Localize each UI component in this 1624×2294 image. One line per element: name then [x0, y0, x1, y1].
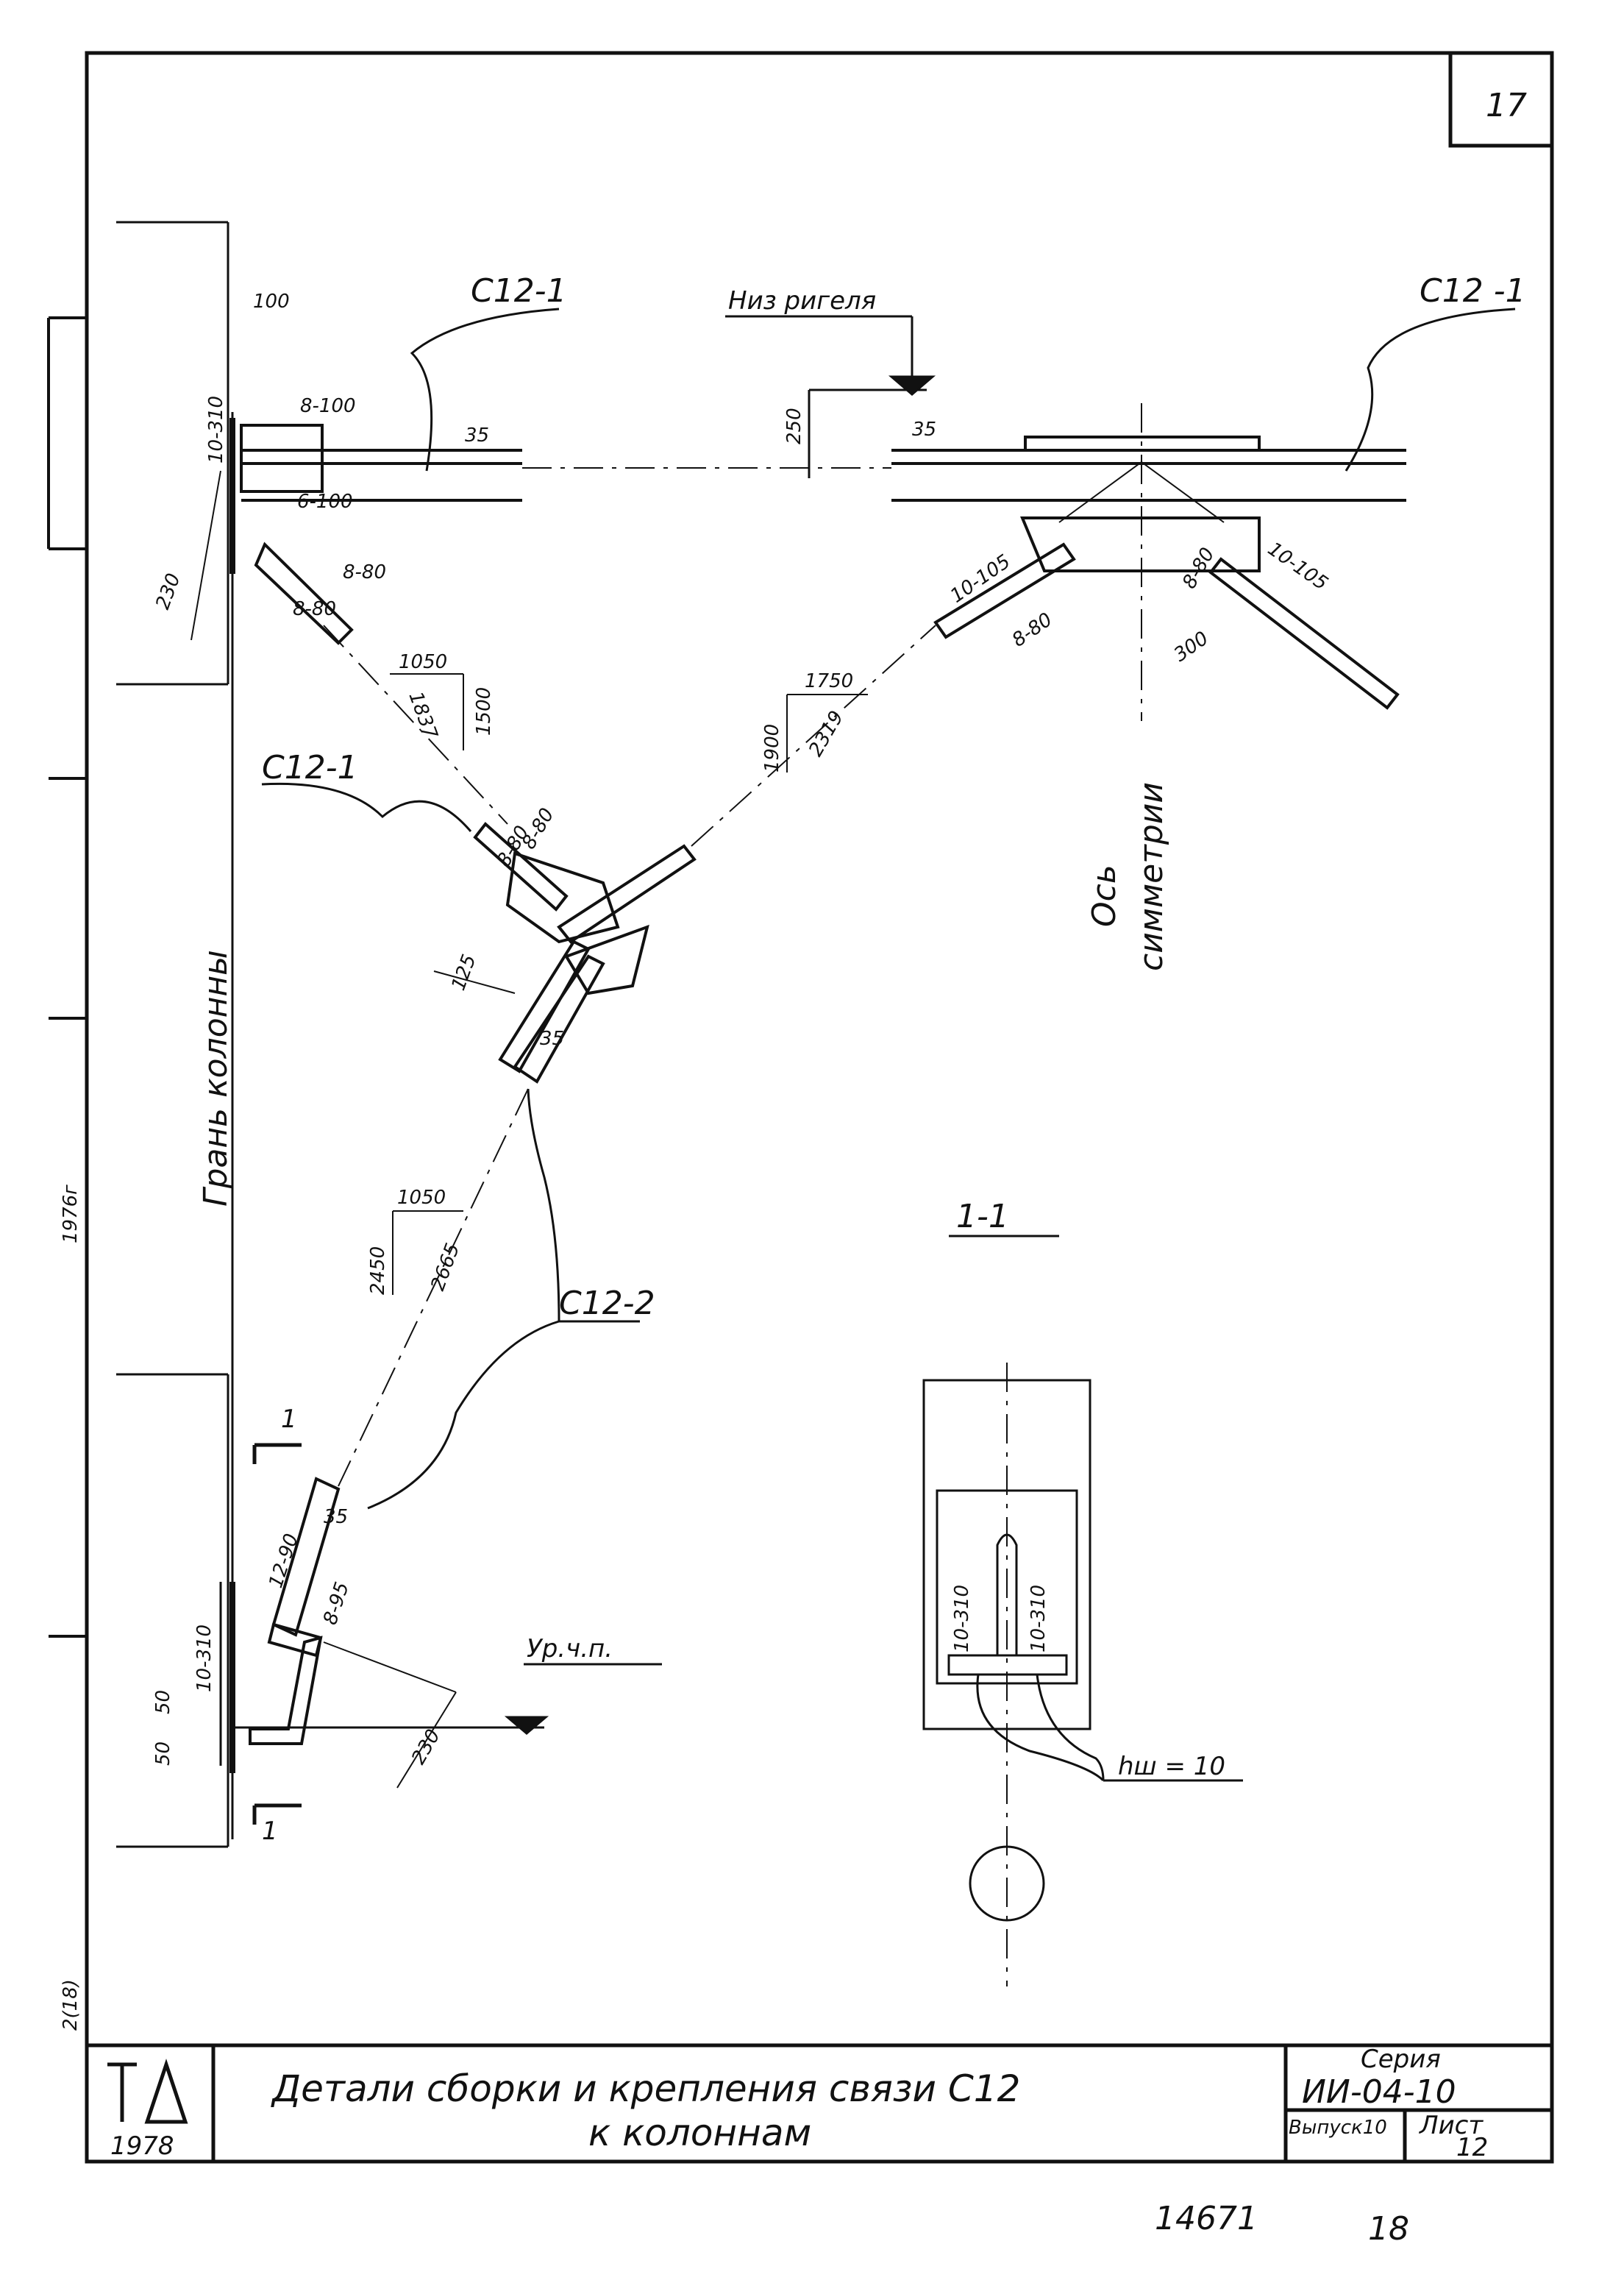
leader-c12-1-top: [410, 308, 560, 472]
floor-level-marker: [232, 1663, 662, 1735]
beam-bottom-marker: [725, 315, 936, 478]
corner-number-box: [1448, 51, 1554, 148]
beam-bottom-label: Низ ригеля: [728, 286, 876, 316]
section-mark: 1-1: [956, 1198, 1009, 1235]
logo-mark: [107, 2059, 188, 2124]
margin-mark: 2(18): [60, 1979, 82, 2031]
top-left-node: [190, 418, 522, 645]
dim-35-d: 35: [324, 1506, 348, 1528]
dim-230b-line: [323, 1641, 457, 1693]
sheet-value: 12: [1456, 2133, 1488, 2162]
series-value: ИИ-04-10: [1302, 2073, 1456, 2111]
column-face-label: Грань колонны: [197, 950, 235, 1207]
section-cut-marks: [252, 1443, 302, 1825]
leader-c12-1-right: [1345, 308, 1516, 472]
dim-50-a: 50: [152, 1690, 174, 1714]
brace-label-lower: С12-2: [559, 1285, 655, 1322]
title-line-1: Детали сборки и крепления связи С12: [271, 2067, 1020, 2110]
dim-6-100: 6-100: [297, 491, 353, 513]
series-label: Серия: [1361, 2045, 1441, 2074]
dim-35-a: 35: [465, 425, 489, 447]
dim-125-line: [433, 970, 516, 994]
dim-8-100: 8-100: [300, 395, 356, 417]
page-number: 18: [1368, 2210, 1409, 2248]
archive-number: 14671: [1155, 2200, 1258, 2237]
brace-label-top-left: С12-1: [471, 272, 567, 310]
dim-10-310-sec-b: 10-310: [1028, 1585, 1050, 1652]
symmetry-axis-label-1: Ось: [1086, 864, 1123, 927]
dim-10-310: 10-310: [205, 396, 227, 464]
section-cut-top: 1: [281, 1405, 297, 1434]
dim-10-310-sec-a: 10-310: [951, 1585, 973, 1652]
title-block-year: 1978: [110, 2131, 174, 2161]
issue-label: Выпуск10: [1289, 2117, 1387, 2139]
brace-upper-axis: [323, 625, 508, 825]
corner-number: 17: [1486, 87, 1527, 124]
dim-block-1750-1900: [786, 694, 868, 773]
dim-10-310-b: 10-310: [193, 1624, 216, 1692]
dim-1050-b: 1050: [397, 1187, 446, 1209]
dim-125: 125: [447, 951, 480, 993]
dim-35-b: 35: [912, 419, 936, 441]
sheet-label: Лист: [1418, 2111, 1484, 2140]
dim-1900: 1900: [761, 724, 783, 773]
dim-2665: 2665: [427, 1240, 464, 1293]
brace-label-top-right: С12 -1: [1420, 272, 1526, 310]
symmetry-axis-label-2: симметрии: [1133, 782, 1170, 971]
brace-upper-right-axis: [691, 625, 936, 847]
title-line-2: к колоннам: [588, 2112, 811, 2154]
dim-230: 230: [152, 570, 185, 612]
margin-year-mark: 1976г: [60, 1185, 82, 1243]
dim-1500: 1500: [473, 687, 495, 736]
dim-1750: 1750: [805, 670, 853, 692]
dim-8-95: 8-95: [319, 1580, 354, 1627]
dim-100: 100: [253, 291, 290, 313]
dim-1837: 1837: [404, 689, 441, 742]
dim-250: 250: [783, 408, 805, 444]
brace-lower-axis: [338, 1088, 529, 1487]
margin-ticks: [47, 316, 87, 1638]
dim-8-80-c: 8-80: [1008, 608, 1057, 651]
dim-1050-a: 1050: [399, 651, 447, 673]
title-block-frame: [87, 2043, 1552, 2162]
dim-2319: 2319: [805, 707, 848, 760]
dim-230b-line2: [396, 1691, 457, 1789]
leader-c12-2: [367, 1088, 560, 1510]
lower-node: [219, 1477, 341, 1773]
dim-2450: 2450: [367, 1246, 389, 1295]
column-lower: [116, 1373, 229, 1848]
floor-level-label: Ур.ч.п.: [527, 1634, 613, 1663]
dim-50-b: 50: [152, 1741, 174, 1766]
dim-35-c: 35: [540, 1028, 564, 1050]
dim-block-1050-1500: [390, 673, 464, 750]
column-upper: [116, 221, 229, 686]
right-beam: [891, 436, 1406, 710]
dim-12-90: 12-90: [265, 1531, 303, 1591]
weld-leg-label: hш = 10: [1118, 1752, 1225, 1781]
section-cut-bottom: 1: [262, 1817, 278, 1846]
symmetry-vee: [1058, 461, 1225, 523]
middle-node: [473, 822, 697, 1084]
dim-8-80-a: 8-80: [343, 561, 386, 583]
leader-c12-1-mid: [261, 782, 472, 832]
sheet-frame: [85, 51, 1554, 2164]
dim-8-80-b: 8-80: [293, 598, 336, 620]
dim-300: 300: [1170, 628, 1213, 667]
dim-block-1050-2450: [392, 1210, 463, 1295]
dim-10-105-b: 10-105: [1264, 538, 1332, 594]
section-1-1-view: [922, 1363, 1243, 1986]
brace-label-mid-left: С12-1: [262, 749, 358, 786]
